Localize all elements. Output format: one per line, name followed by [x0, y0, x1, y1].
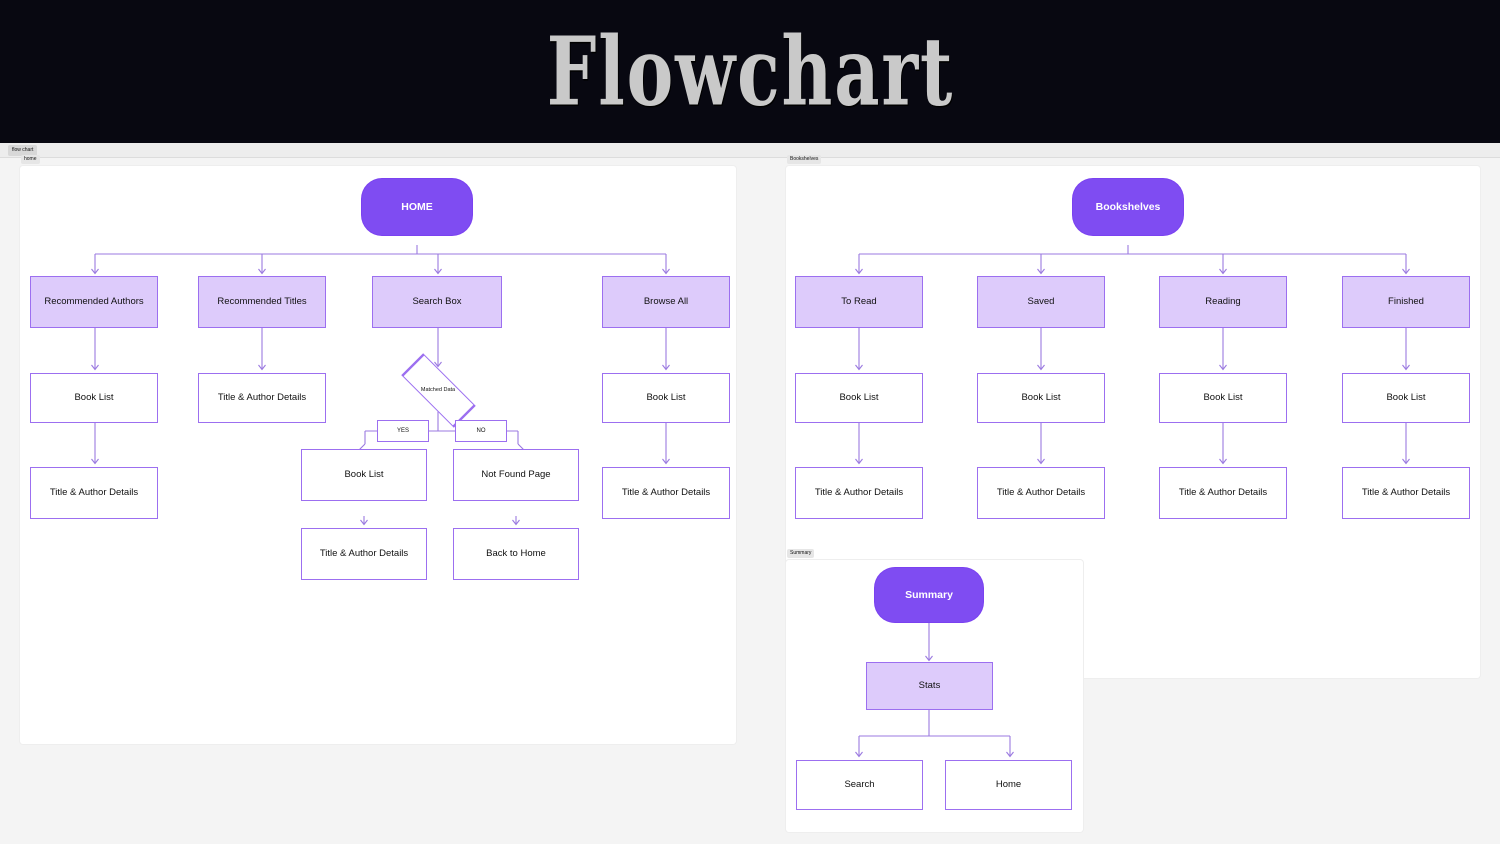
node-titles-details[interactable]: Title & Author Details	[198, 373, 326, 423]
node-finished-book-list[interactable]: Book List	[1342, 373, 1470, 423]
node-recommended-titles[interactable]: Recommended Titles	[198, 276, 326, 328]
node-browse-details[interactable]: Title & Author Details	[602, 467, 730, 519]
node-browse-all[interactable]: Browse All	[602, 276, 730, 328]
node-authors-details[interactable]: Title & Author Details	[30, 467, 158, 519]
node-authors-book-list[interactable]: Book List	[30, 373, 158, 423]
node-recommended-authors[interactable]: Recommended Authors	[30, 276, 158, 328]
node-back-to-home[interactable]: Back to Home	[453, 528, 579, 580]
node-search-box[interactable]: Search Box	[372, 276, 502, 328]
node-stats[interactable]: Stats	[866, 662, 993, 710]
design-canvas[interactable]: home	[0, 155, 1500, 844]
frame-label-home[interactable]: home	[21, 155, 40, 164]
node-bookshelves-root[interactable]: Bookshelves	[1073, 179, 1183, 235]
frame-summary[interactable]: Summary Summary Stats Search Home	[786, 549, 1083, 832]
node-to-read-book-list[interactable]: Book List	[795, 373, 923, 423]
node-yes-details[interactable]: Title & Author Details	[301, 528, 427, 580]
node-saved-book-list[interactable]: Book List	[977, 373, 1105, 423]
node-browse-book-list[interactable]: Book List	[602, 373, 730, 423]
node-finished-details[interactable]: Title & Author Details	[1342, 467, 1470, 519]
page-banner: Flowchart	[0, 0, 1500, 143]
node-no-label[interactable]: NO	[455, 420, 507, 442]
node-not-found-page[interactable]: Not Found Page	[453, 449, 579, 501]
node-reading-details[interactable]: Title & Author Details	[1159, 467, 1287, 519]
node-saved-details[interactable]: Title & Author Details	[977, 467, 1105, 519]
node-yes-book-list[interactable]: Book List	[301, 449, 427, 501]
tab-flow-chart[interactable]: flow chart	[8, 145, 38, 156]
frame-home[interactable]: home	[20, 155, 736, 744]
page-title: Flowchart	[546, 15, 954, 128]
node-to-read-details[interactable]: Title & Author Details	[795, 467, 923, 519]
frame-label-bookshelves[interactable]: Bookshelves	[787, 155, 822, 164]
node-shelf-to-read[interactable]: To Read	[795, 276, 923, 328]
frame-bookshelves[interactable]: Bookshelves	[786, 155, 1480, 678]
node-summary-home[interactable]: Home	[945, 760, 1072, 810]
node-home-root[interactable]: HOME	[362, 179, 472, 235]
node-matched-data-decision[interactable]: Matched Data	[383, 352, 493, 428]
node-yes-label[interactable]: YES	[377, 420, 429, 442]
node-shelf-finished[interactable]: Finished	[1342, 276, 1470, 328]
node-summary-search[interactable]: Search	[796, 760, 923, 810]
node-summary-root[interactable]: Summary	[875, 568, 983, 622]
node-shelf-saved[interactable]: Saved	[977, 276, 1105, 328]
frame-label-summary[interactable]: Summary	[787, 549, 815, 558]
tab-strip: flow chart	[0, 143, 1500, 158]
node-reading-book-list[interactable]: Book List	[1159, 373, 1287, 423]
node-shelf-reading[interactable]: Reading	[1159, 276, 1287, 328]
